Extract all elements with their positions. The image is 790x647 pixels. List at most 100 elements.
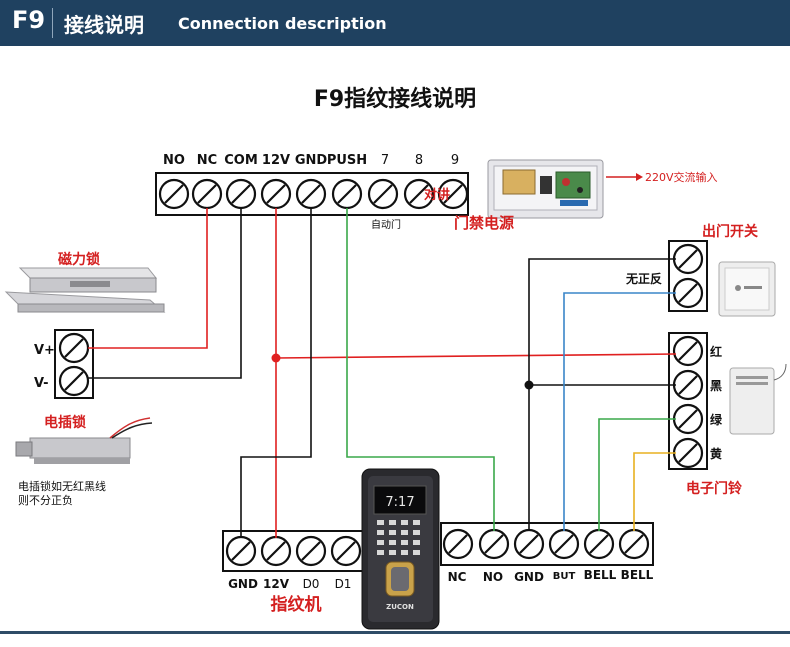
bottom-terminal-block [440, 522, 654, 566]
wire-gnd-to-exit [528, 258, 676, 531]
mag-lock-terminal-block [54, 329, 94, 399]
mag-lock-term-positive: V+ [34, 343, 55, 358]
ac-input-label: 220V交流输入 [645, 170, 718, 184]
terminal-label: NO [163, 153, 185, 168]
power-switch-label: 对讲 [424, 187, 450, 203]
terminal-screw [331, 178, 363, 210]
top-terminal-labels: NO NC COM 12V GND PUSH 7 8 9 [163, 153, 459, 168]
bolt-lock-note-line2: 则不分正负 [18, 493, 73, 507]
wire-12v-to-doorbell [275, 353, 677, 359]
section-code: F9 [12, 6, 46, 34]
bottom-term-label: BELL [584, 568, 617, 582]
mag-lock-term-negative: V- [34, 376, 49, 391]
terminal-screw [583, 528, 615, 560]
reader-term-label: 12V [263, 577, 290, 591]
terminal-screw [478, 528, 510, 560]
doorbell-terminal-block [668, 332, 708, 470]
exit-switch-terminal-block [668, 240, 708, 312]
reader-brand: ZUCON [386, 603, 414, 611]
mag-lock-label: 磁力锁 [58, 251, 100, 268]
terminal-screw [58, 332, 90, 364]
doorbell-label: 电子门铃 [686, 480, 742, 497]
fingerprint-reader-image: 7:17 ZUCON [361, 468, 440, 630]
exit-switch-note: 无正反 [625, 271, 662, 286]
wire-label-red: 红 [710, 344, 722, 359]
section-title-en: Connection description [178, 14, 387, 33]
wire-bell-to-yellow [633, 452, 676, 531]
bottom-term-label: NO [483, 570, 503, 584]
diagram-title: F9指纹接线说明 [314, 86, 476, 112]
wire-but-to-exit [563, 292, 676, 531]
magnetic-lock-image [4, 267, 166, 313]
terminal-label: 9 [451, 153, 459, 168]
terminal-screw [442, 528, 474, 560]
junction-dot [271, 353, 281, 363]
reader-term-label: D1 [335, 577, 352, 591]
terminal-screw [672, 437, 704, 469]
controller-terminal-block [155, 172, 469, 216]
terminal-screw [367, 178, 399, 210]
terminal-screw [225, 178, 257, 210]
terminal-screw [295, 535, 327, 567]
section-title-cn: 接线说明 [64, 13, 144, 37]
footer-rule [0, 631, 790, 634]
terminal-label: 8 [415, 153, 423, 168]
wire-gnd-to-reader [240, 208, 312, 538]
reader-label: 指纹机 [271, 594, 322, 615]
terminal-screw [260, 535, 292, 567]
junction-dot [524, 380, 534, 390]
bottom-term-label: BUT [553, 571, 576, 582]
bolt-lock-note-line1: 电插锁如无红黑线 [18, 479, 106, 493]
terminal-screw [330, 535, 362, 567]
doorbell-wire-labels: 红 黑 绿 黄 [710, 344, 723, 461]
bottom-term-label: NC [448, 570, 467, 584]
terminal-label: COM [224, 153, 258, 168]
reader-screen-time: 7:17 [385, 495, 414, 510]
terminal-screw [672, 277, 704, 309]
terminal-label: PUSH [327, 153, 367, 168]
terminal-screw [672, 369, 704, 401]
header-divider [52, 8, 53, 38]
terminal-screw [618, 528, 650, 560]
terminal-screw [513, 528, 545, 560]
bolt-lock-image [15, 417, 153, 464]
terminal-screw [225, 535, 257, 567]
terminal-screw [672, 403, 704, 435]
bolt-lock-label: 电插锁 [44, 414, 86, 431]
terminal-label: GND [295, 153, 328, 168]
exit-switch-image [718, 261, 776, 317]
wire-label-black: 黑 [710, 379, 722, 393]
wire-com-to-maglock [88, 208, 242, 379]
wire-label-green: 绿 [710, 412, 723, 427]
reader-terminal-block [222, 530, 364, 572]
terminal-screw [191, 178, 223, 210]
reader-term-label: D0 [303, 577, 320, 591]
terminal-label: 7 [381, 153, 389, 168]
terminal-screw [158, 178, 190, 210]
terminal-screw [672, 243, 704, 275]
wire-label-yellow: 黄 [710, 446, 722, 461]
bottom-term-label: GND [514, 570, 544, 584]
power-supply-image [487, 159, 604, 219]
terminal-screw [260, 178, 292, 210]
terminal-screw [548, 528, 580, 560]
power-supply-label: 门禁电源 [454, 214, 514, 232]
exit-switch-label: 出门开关 [702, 223, 758, 240]
wire-push-to-reader [346, 208, 495, 531]
terminal-screw [672, 335, 704, 367]
doorbell-image [729, 363, 787, 435]
arrow-head-icon [636, 173, 643, 181]
terminal-label: 12V [262, 153, 290, 168]
wire-bell-to-green [598, 418, 676, 531]
auto-door-label: 自动门 [371, 218, 401, 231]
section-header: F9 接线说明 Connection description [0, 0, 790, 46]
terminal-screw [58, 365, 90, 397]
reader-term-label: GND [228, 577, 258, 591]
terminal-screw [295, 178, 327, 210]
bottom-term-label: BELL [621, 568, 654, 582]
wire-nc-to-maglock [88, 208, 208, 349]
terminal-label: NC [197, 153, 217, 168]
bottom-terminal-labels: NC NO GND BUT BELL BELL [448, 568, 654, 584]
reader-terminal-labels: GND 12V D0 D1 [228, 577, 351, 591]
